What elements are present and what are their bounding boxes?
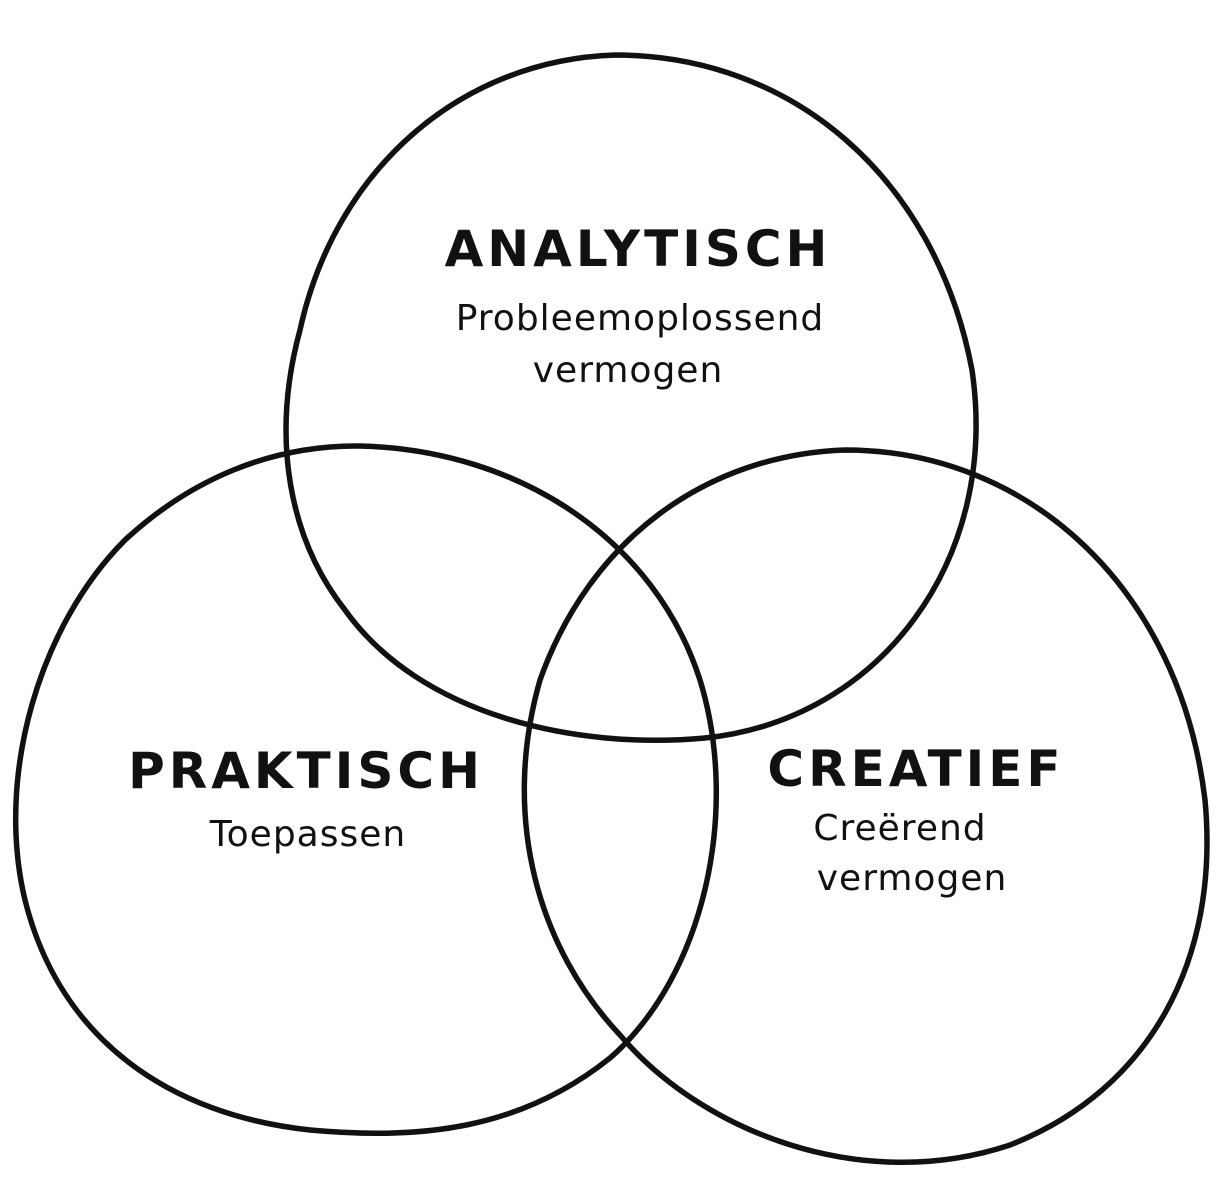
label-creatief-title: CREATIEF (767, 740, 1064, 798)
label-praktisch-title: PRAKTISCH (128, 742, 484, 800)
label-analytisch-title: ANALYTISCH (445, 220, 832, 278)
circle-creatief (521, 447, 1210, 1166)
label-creatief-subtitle-line-2: vermogen (817, 858, 1008, 899)
label-creatief-subtitle-line-1: Creërend (813, 808, 986, 849)
label-praktisch-subtitle-line-1: Toepassen (209, 814, 406, 855)
circle-analytisch (283, 52, 979, 743)
circle-praktisch (13, 443, 720, 1137)
label-analytisch-subtitle-line-1: Probleemoplossend (456, 298, 825, 339)
label-analytisch-subtitle-line-2: vermogen (533, 350, 724, 391)
